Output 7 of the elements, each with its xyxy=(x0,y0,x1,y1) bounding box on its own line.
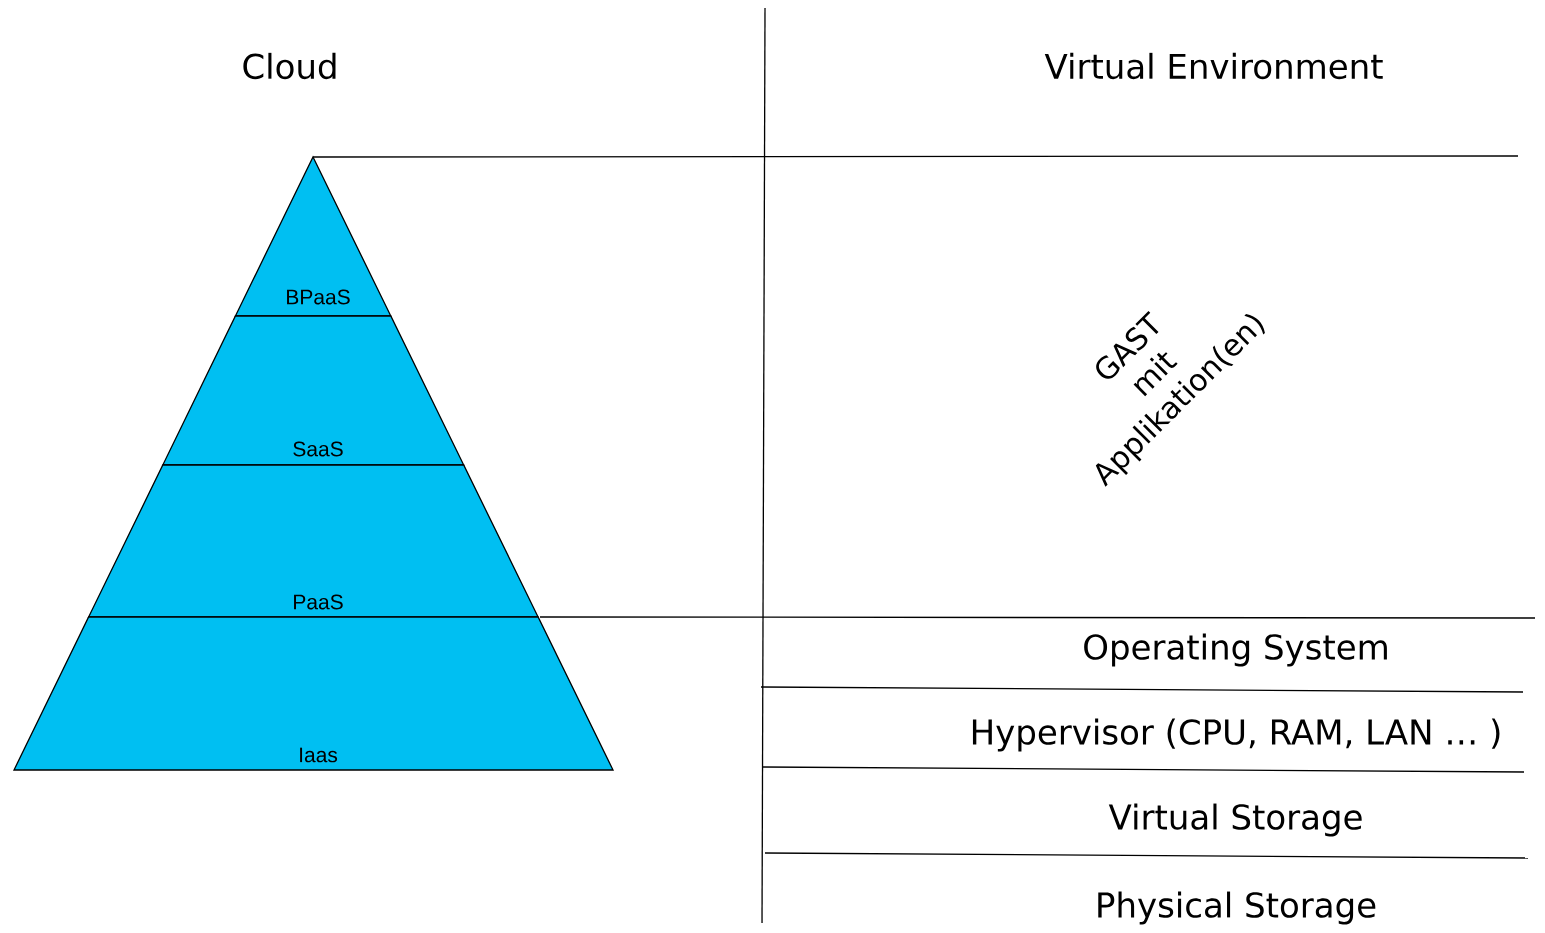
heading: Virtual Environment xyxy=(1044,52,1383,80)
layer-label: Hypervisor (CPU, RAM, LAN … ) xyxy=(972,718,1500,752)
pyramid-layer: PaaS xyxy=(87,464,540,618)
layer-label: Operating System xyxy=(1084,633,1387,667)
layer-label: Physical Storage xyxy=(1098,891,1376,925)
heading: Cloud xyxy=(243,52,336,80)
layer-label: Virtual Storage xyxy=(1108,803,1362,837)
